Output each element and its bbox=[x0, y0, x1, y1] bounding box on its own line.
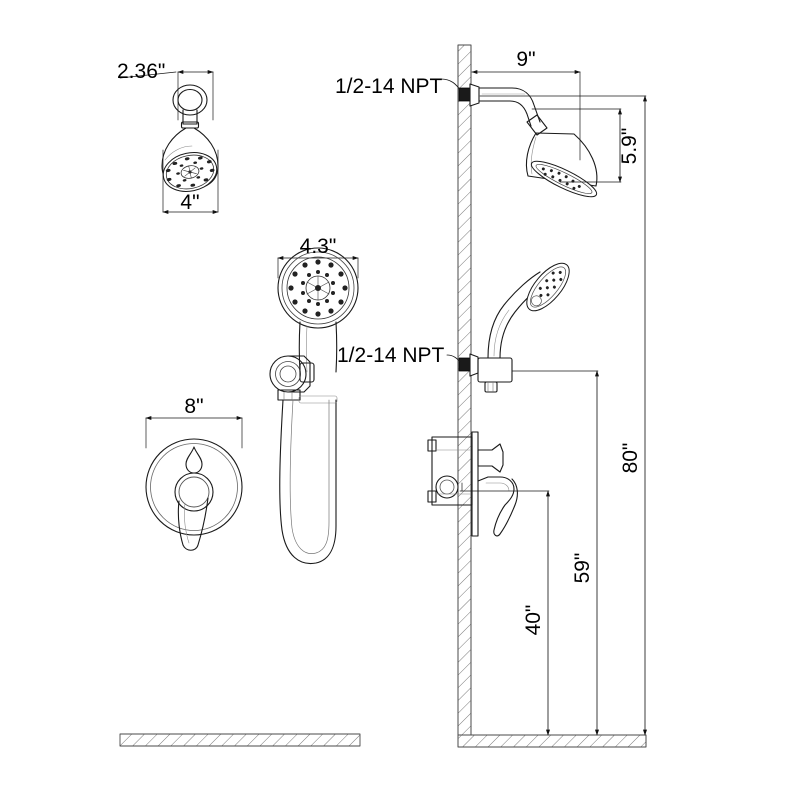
elev-showerhead-spray-face bbox=[530, 160, 598, 198]
showerhead-spray-face bbox=[162, 152, 218, 192]
dimension-label-40: 40" bbox=[522, 605, 545, 636]
handheld-handle-shade bbox=[305, 325, 308, 373]
valve-inlet-top bbox=[427, 439, 437, 452]
dimension-text-layer: 2.36" 4" 4.3" 8" 9" 5.9" 80" 59" 40" 1/2… bbox=[117, 48, 642, 635]
handheld-spray-nozzles bbox=[288, 259, 348, 317]
wall-mount-showerhead-detail bbox=[119, 69, 219, 215]
dimension-80-inch bbox=[479, 95, 648, 736]
handheld-face-outer-rim bbox=[277, 247, 359, 329]
valve-inlet-bottom bbox=[427, 490, 437, 503]
dimension-label-8: 8" bbox=[184, 395, 203, 418]
elev-valve-lever-shade bbox=[485, 482, 510, 492]
dimension-label-2-36: 2.36" bbox=[117, 60, 165, 83]
shower-arm-swivel bbox=[526, 114, 548, 136]
dimension-label-5-9: 5.9" bbox=[618, 128, 641, 165]
hose-connector bbox=[298, 395, 338, 404]
npt-label-top: 1/2-14 NPT bbox=[335, 75, 443, 98]
valve-trim-plate-outer bbox=[145, 438, 243, 536]
dimension-label-9: 9" bbox=[516, 48, 535, 71]
npt-label-lower: 1/2-14 NPT bbox=[337, 344, 445, 367]
handheld-face-inner bbox=[286, 256, 350, 320]
dimension-label-4: 4" bbox=[180, 191, 199, 214]
left-floor-strip bbox=[119, 733, 361, 747]
valve-trim-detail bbox=[145, 415, 243, 551]
shower-arm-flange bbox=[469, 83, 480, 107]
valve-port-inner bbox=[439, 479, 455, 495]
handheld-outlet-body bbox=[477, 357, 513, 383]
shower-arm-assembly bbox=[458, 83, 598, 198]
shower-arm-top-line bbox=[478, 87, 541, 123]
elev-valve-lever bbox=[477, 476, 518, 537]
handheld-outlet-flange bbox=[469, 353, 479, 377]
dimension-59-inch bbox=[511, 370, 600, 736]
elev-handheld-head bbox=[526, 262, 570, 312]
wall-elevation-assembly bbox=[427, 44, 648, 748]
handheld-wall-outlet-assembly bbox=[458, 262, 570, 393]
handheld-face-bezel bbox=[281, 251, 355, 325]
dimension-label-4-3: 4.3" bbox=[300, 235, 337, 258]
valve-diverter-button bbox=[185, 446, 203, 474]
npt-leader-lower bbox=[446, 354, 462, 364]
dimension-40-inch bbox=[459, 490, 551, 736]
handheld-wand-shade bbox=[493, 309, 510, 357]
valve-port-outer bbox=[435, 475, 459, 499]
dimension-5-9-inch bbox=[531, 108, 623, 183]
valve-handle-hub-inner bbox=[178, 476, 210, 508]
showerhead-highlight bbox=[164, 145, 193, 161]
elev-showerhead-body bbox=[525, 132, 598, 187]
valve-lever-handle bbox=[177, 497, 209, 551]
handheld-shower-detail bbox=[269, 247, 359, 565]
wall-section bbox=[457, 44, 472, 736]
dimension-label-80: 80" bbox=[619, 443, 642, 474]
handheld-hose bbox=[279, 399, 337, 565]
dimension-2-36-inch bbox=[119, 69, 214, 121]
showerhead-ball-joint-outer bbox=[172, 84, 208, 116]
npt-nipple-lower bbox=[458, 357, 471, 372]
handheld-wand-back bbox=[487, 271, 541, 359]
handheld-face-hub bbox=[315, 285, 321, 291]
valve-lever-shade bbox=[184, 502, 190, 544]
valve-escutcheon-edge bbox=[471, 431, 479, 537]
elev-diverter-knob bbox=[477, 443, 504, 473]
dimension-8-inch bbox=[145, 415, 243, 449]
dimension-label-59: 59" bbox=[571, 553, 594, 584]
dimension-9-inch bbox=[471, 69, 581, 161]
handheld-outlet-drop bbox=[484, 381, 498, 393]
showerhead-collar bbox=[180, 121, 200, 129]
handheld-handle-right bbox=[335, 321, 338, 373]
showerhead-ball-joint-inner bbox=[177, 88, 203, 112]
elev-valve-assembly bbox=[427, 431, 518, 537]
valve-trim-plate-inner bbox=[150, 443, 238, 531]
elev-showerhead-highlight bbox=[530, 136, 537, 175]
npt-leader-top bbox=[440, 78, 462, 92]
shower-arm-bottom-line bbox=[478, 100, 532, 127]
handheld-wall-bracket bbox=[269, 355, 315, 401]
valve-handle-hub-outer bbox=[174, 472, 214, 512]
floor-section bbox=[457, 734, 647, 748]
